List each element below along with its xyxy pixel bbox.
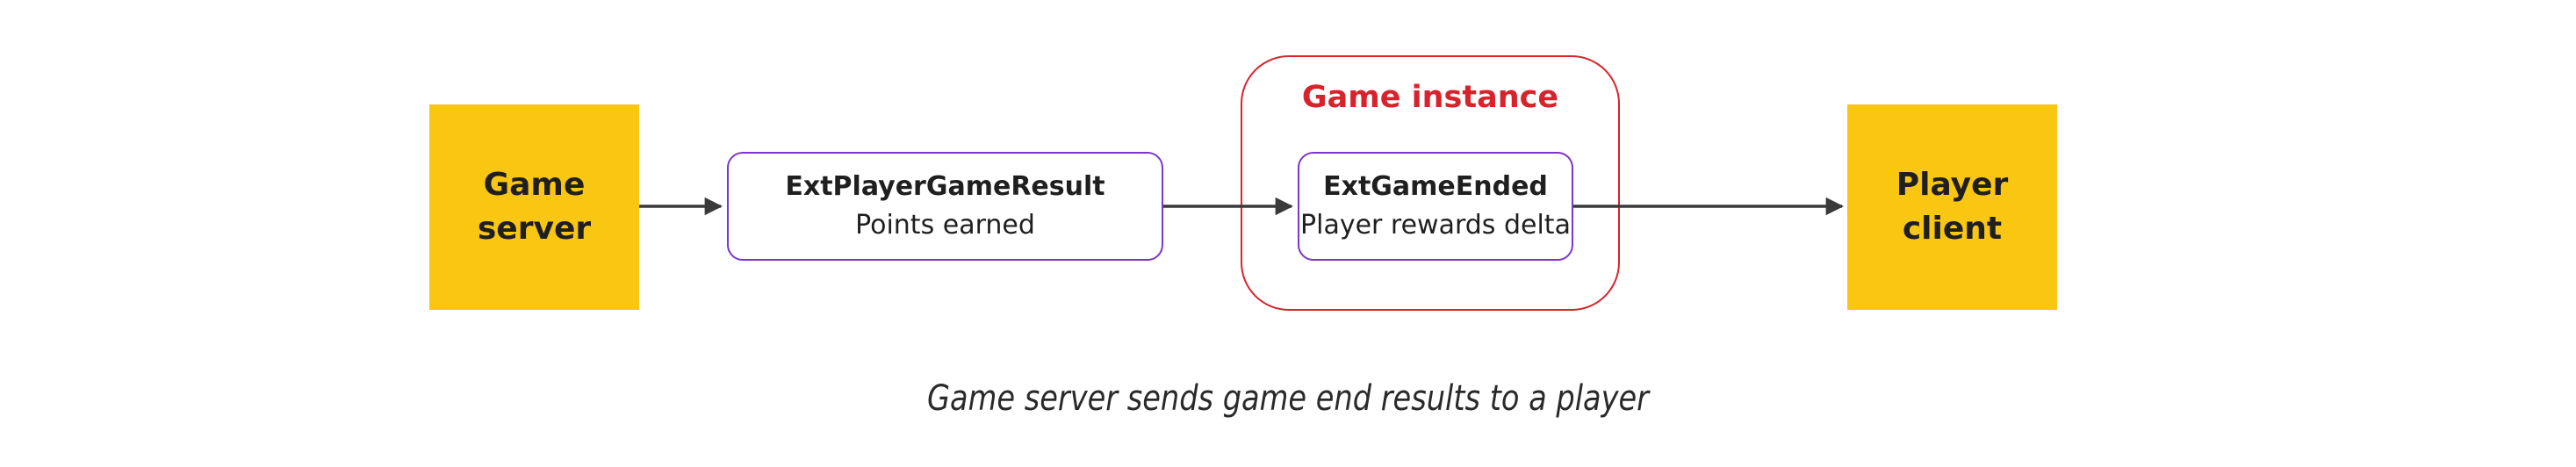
node-ext-game-ended: ExtGameEnded Player rewards delta <box>1298 152 1573 261</box>
node-ext-player-game-result-subtitle: Points earned <box>855 210 1035 241</box>
node-game-server: Game server <box>429 104 639 310</box>
diagram-caption: Game server sends game end results to a … <box>926 378 1649 419</box>
node-ext-player-game-result: ExtPlayerGameResult Points earned <box>727 152 1163 261</box>
node-player-client: Player client <box>1847 104 2057 310</box>
container-game-instance: Game instance <box>1241 55 1620 311</box>
node-ext-player-game-result-title: ExtPlayerGameResult <box>785 171 1105 202</box>
node-game-server-label: Game server <box>477 167 592 247</box>
node-ext-game-ended-subtitle: Player rewards delta <box>1300 210 1571 241</box>
container-game-instance-title: Game instance <box>1301 80 1559 115</box>
node-player-client-label: Player client <box>1896 167 2009 247</box>
node-ext-game-ended-title: ExtGameEnded <box>1323 171 1548 202</box>
